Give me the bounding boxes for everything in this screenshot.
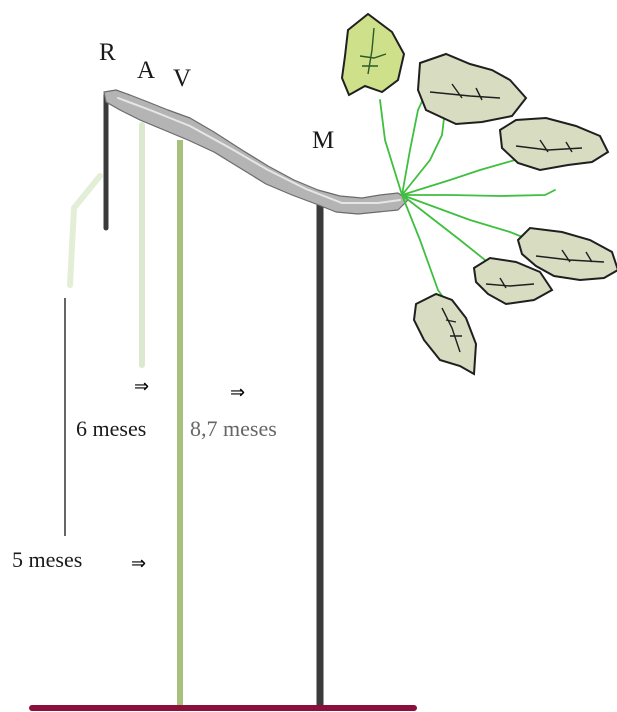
label-a: A	[137, 57, 156, 84]
vine-left-branch	[379, 99, 403, 196]
vine-to-leaf-3	[401, 159, 516, 196]
vine-horizontal	[401, 189, 556, 197]
leaf-6	[412, 292, 478, 376]
label-m: M	[312, 127, 335, 154]
leaf-5	[472, 256, 554, 306]
label-6-meses: 6 meses	[76, 416, 147, 441]
leaf-4	[516, 226, 617, 282]
branch-texture	[117, 97, 401, 204]
leaf-2	[416, 52, 528, 126]
vine-to-leaf-5	[401, 194, 496, 273]
label-v: V	[173, 65, 192, 92]
arrow-icon-a: ⇒	[134, 376, 150, 397]
label-r: R	[99, 39, 116, 66]
label-8-7-meses: 8,7 meses	[190, 416, 277, 441]
leaf-3	[498, 116, 610, 172]
vine-to-top-leaf	[401, 94, 426, 196]
stem-5-months-faded	[67, 173, 103, 288]
leaf-top	[340, 12, 406, 97]
label-5-meses: 5 meses	[12, 547, 83, 572]
vine-to-leaf-2	[401, 109, 446, 196]
vine-to-leaf-4	[401, 194, 531, 241]
arrow-icon-v: ⇒	[230, 382, 246, 403]
arrow-icon-5: ⇒	[131, 553, 147, 574]
branch	[103, 89, 409, 215]
